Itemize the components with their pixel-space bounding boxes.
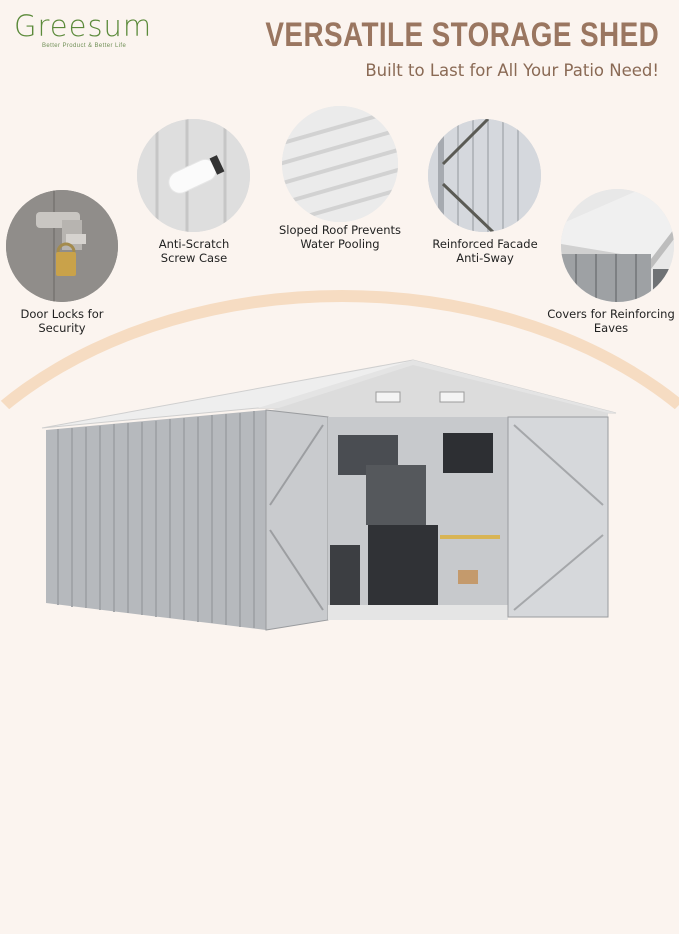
brand-logo: Greesum Better Product & Better Life bbox=[14, 9, 153, 50]
brand-tagline: Better Product & Better Life bbox=[42, 43, 127, 49]
screw-cap-icon bbox=[137, 119, 250, 232]
padlock-latch-icon bbox=[6, 190, 118, 302]
metal-storage-shed-image bbox=[38, 355, 628, 645]
page-subtitle: Built to Last for All Your Patio Need! bbox=[365, 61, 659, 80]
brand-name: Greesum bbox=[14, 9, 153, 43]
diagonal-brace-icon bbox=[428, 119, 541, 232]
eave-cover-icon bbox=[561, 189, 674, 302]
feature-label-eave-covers: Covers for Reinforcing Eaves bbox=[547, 307, 675, 335]
feature-label-screw-case: Anti-Scratch Screw Case bbox=[158, 237, 230, 265]
feature-label-sloped-roof: Sloped Roof Prevents Water Pooling bbox=[278, 223, 402, 251]
feature-label-reinforced-facade: Reinforced Facade Anti-Sway bbox=[432, 237, 538, 265]
page-title: VERSATILE STORAGE SHED bbox=[265, 16, 659, 54]
feature-label-door-locks: Door Locks for Security bbox=[20, 307, 104, 335]
sloped-roof-icon bbox=[282, 106, 398, 222]
